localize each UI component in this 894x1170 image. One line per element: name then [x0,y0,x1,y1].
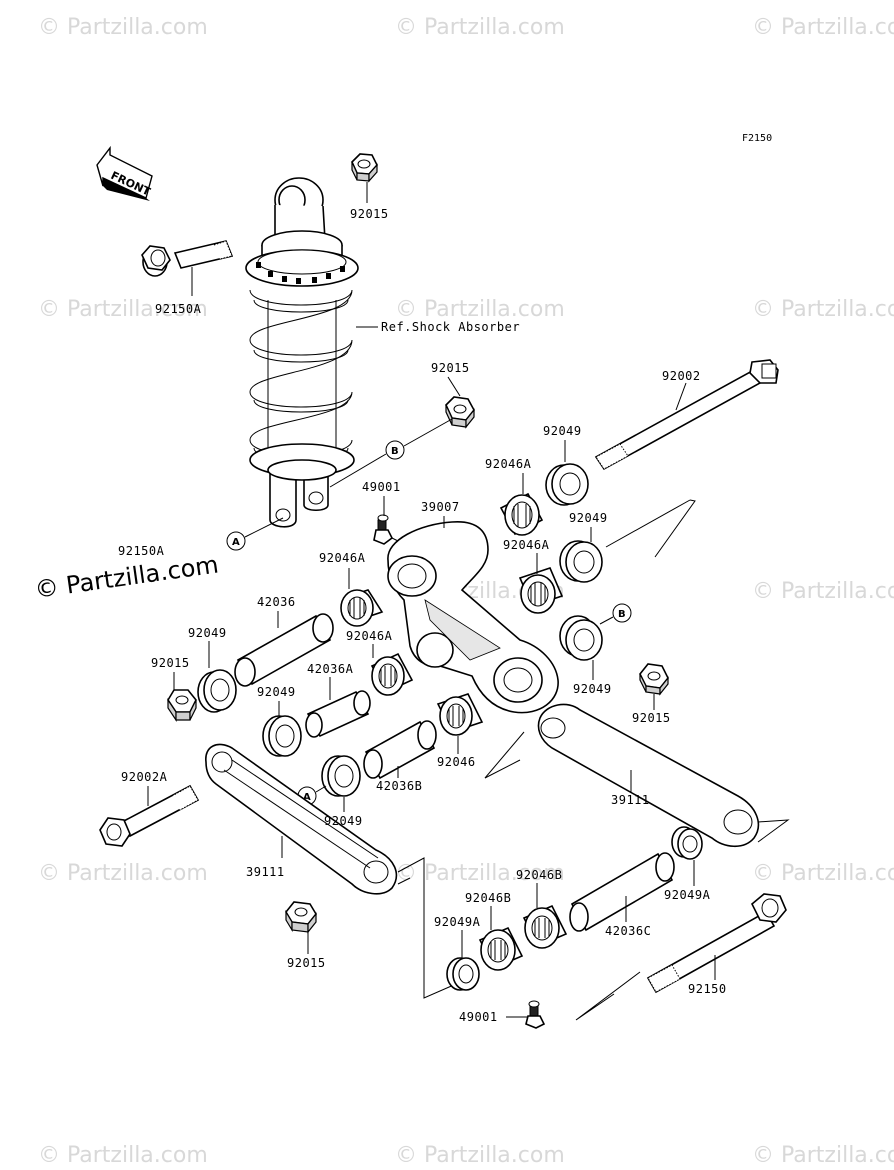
part-number[interactable]: 92015 [431,361,470,375]
tie-rod-right [537,703,760,848]
shock-absorber [245,177,359,528]
part-number[interactable]: 92150A [118,544,165,558]
bearing-icon [478,926,524,971]
bearing-icon [436,693,484,736]
watermark: © Partzilla.com [38,1143,208,1168]
part-number[interactable]: 49001 [362,480,401,494]
nut-icon [639,663,669,696]
watermark: © Partzilla.com [752,579,894,604]
washer-icon [446,957,480,991]
reference-label: Ref.Shock Absorber [381,320,520,334]
bolt-icon [646,893,787,994]
marker-a [226,531,246,551]
part-number[interactable]: 92015 [287,956,326,970]
part-number[interactable]: 92049 [569,511,608,525]
watermark: © Partzilla.com [395,861,565,886]
watermark: © Partzilla.com [752,1143,894,1168]
bearing-icon [370,652,414,696]
part-number[interactable]: 39111 [611,793,650,807]
part-number[interactable]: 92046A [503,538,550,552]
diagram-code: F2150 [742,133,772,144]
watermark: © Partzilla.com [38,15,208,40]
watermark: © Partzilla.com [752,15,894,40]
part-number[interactable]: 39007 [421,500,460,514]
watermark: © Partzilla.com [395,15,565,40]
marker-a-label: A [232,537,240,548]
washer-icon [559,615,603,661]
sleeve-icon [363,720,437,780]
part-number[interactable]: 92049 [324,814,363,828]
watermark: © Partzilla.com [38,861,208,886]
rocker-arm [387,521,559,714]
part-number[interactable]: 92015 [632,711,671,725]
part-number[interactable]: 92049 [257,685,296,699]
washer-icon [545,463,589,506]
part-number[interactable]: 92046A [319,551,366,565]
washer-icon [321,755,361,797]
marker-b-label: B [618,609,626,620]
part-number[interactable]: 92150 [688,982,727,996]
marker-b [612,603,632,623]
part-number[interactable]: 92046B [465,891,511,905]
washer-icon [262,715,302,757]
part-number[interactable]: 92049A [664,888,711,902]
watermark-main: © Partzilla.com [33,550,220,604]
washer-icon [671,826,703,860]
part-number[interactable]: 92046A [485,457,532,471]
bearing-icon [522,904,568,949]
watermark: © Partzilla.com [395,1143,565,1168]
watermark: © Partzilla.com [752,297,894,322]
part-number[interactable]: 92150A [155,302,202,316]
marker-b-label: B [391,446,399,457]
sleeve-icon [569,852,675,932]
bolt-icon [594,359,779,471]
grease-nipple-icon [525,1000,546,1029]
sleeve-icon [234,613,334,687]
bearing-icon [340,589,384,627]
tie-rod-left [205,743,398,895]
part-labels: 92015 92150A 92015 92002 92049 92046A 49… [118,207,727,1024]
part-number[interactable]: 49001 [459,1010,498,1024]
watermark: © Partzilla.com [38,297,208,322]
nut-icon [285,901,317,934]
part-number[interactable]: 92046A [346,629,393,643]
watermark: © Partzilla.com [395,297,565,322]
bearing-icon [499,492,544,536]
washer-icon [197,669,237,713]
marker-a-label: A [303,792,311,803]
nut-icon [351,153,378,183]
part-number[interactable]: 92049 [543,424,582,438]
bolt-icon [99,784,200,847]
part-number[interactable]: 92049 [573,682,612,696]
part-number[interactable]: 42036B [376,779,422,793]
part-number[interactable]: 92046 [437,755,476,769]
nut-icon [167,689,197,722]
part-number[interactable]: 42036 [257,595,296,609]
front-arrow-icon: FRONT [96,145,153,201]
part-number[interactable]: 92015 [350,207,389,221]
part-number[interactable]: 42036A [307,662,354,676]
grease-nipple-icon [373,514,394,545]
part-number[interactable]: 92049A [434,915,481,929]
nut-icon [445,396,475,429]
part-number[interactable]: 42036C [605,924,651,938]
sleeve-icon [305,690,371,738]
watermark: © Partzilla.com [752,861,894,886]
part-number[interactable]: 92002A [121,770,168,784]
bolt-icon [141,240,234,277]
part-number[interactable]: 92002 [662,369,701,383]
marker-b [385,440,405,460]
part-number[interactable]: 92049 [188,626,227,640]
part-number[interactable]: 92015 [151,656,190,670]
washer-icon [559,540,603,583]
bearing-icon [518,567,564,614]
part-number[interactable]: 92046B [516,868,562,882]
part-number[interactable]: 39111 [246,865,285,879]
